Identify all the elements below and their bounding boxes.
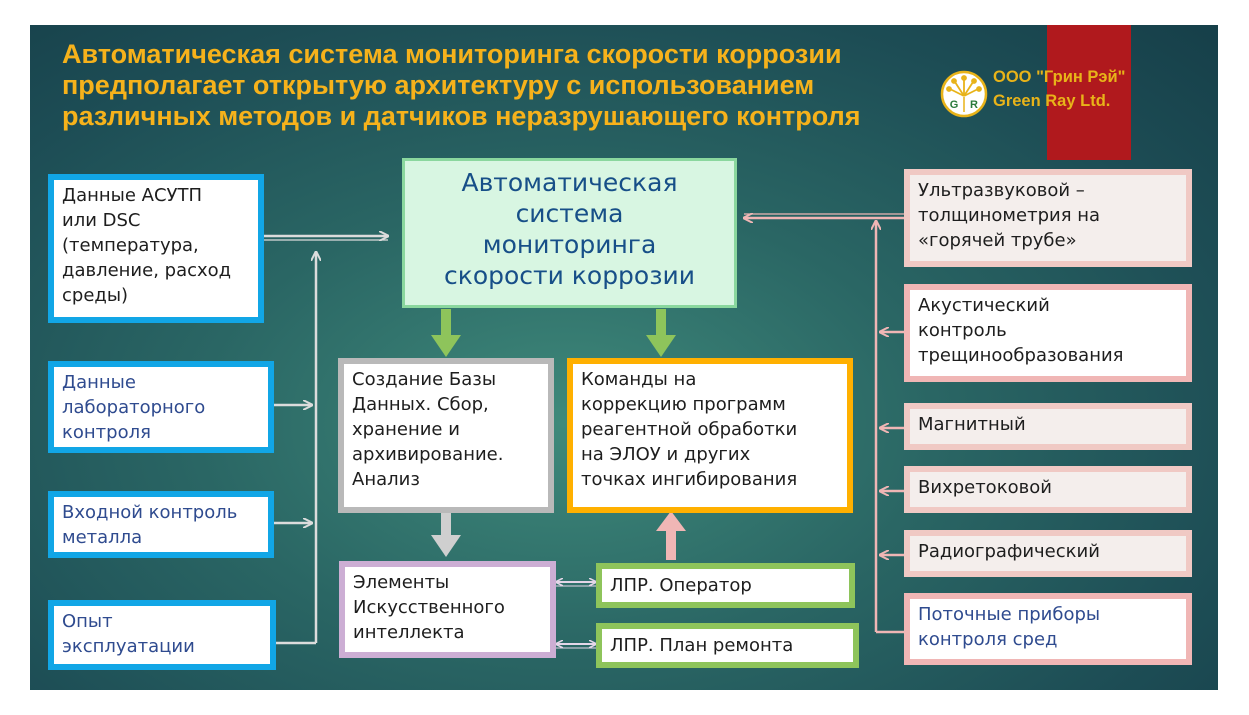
box-line: (температура,	[62, 235, 199, 256]
box-line: контроль	[918, 320, 1007, 341]
box-line: интеллекта	[353, 622, 465, 643]
monitoring-system-box: Автоматическая система мониторинга скоро…	[402, 158, 737, 308]
box-line: точках ингибирования	[581, 469, 798, 490]
db-to-ai-arrow	[431, 513, 461, 557]
box-line: архивирование.	[352, 444, 504, 465]
slide-background: Автоматическая система мониторинга скоро…	[30, 25, 1218, 690]
box-line: Создание Базы	[352, 369, 497, 390]
box-line: контроля	[62, 422, 151, 443]
box-line: Акустический	[918, 295, 1050, 316]
box-line: ЛПР. План ремонта	[610, 635, 794, 656]
box-line: толщинометрия на	[918, 205, 1101, 226]
box-line: Ультразвуковой –	[918, 180, 1085, 201]
box-line: эксплуатации	[62, 636, 195, 657]
box-line: Данные	[62, 372, 136, 393]
method-ultrasonic-box: Ультразвуковой – толщинометрия на «горяч…	[904, 169, 1192, 267]
title-line-1: Автоматическая система мониторинга скоро…	[62, 39, 842, 69]
box-line: трещинообразования	[918, 345, 1124, 366]
ai-lpr-double-arrows	[556, 582, 596, 649]
box-line: Анализ	[352, 469, 420, 490]
method-magnetic-box: Магнитный	[904, 403, 1192, 450]
box-line: лабораторного	[62, 397, 206, 418]
box-line: хранение и	[352, 419, 460, 440]
input-experience-box: Опыт эксплуатации	[48, 600, 276, 670]
box-line: Элементы	[353, 572, 450, 593]
database-box: Создание Базы Данных. Сбор, хранение и а…	[338, 358, 554, 513]
box-line: коррекцию программ	[581, 394, 786, 415]
logo-letter-r: R	[970, 99, 978, 111]
input-acs-data-box: Данные АСУТП или DSC (температура, давле…	[48, 174, 264, 323]
box-line: Данные АСУТП	[62, 185, 203, 206]
center-line-4: скорости коррозии	[443, 261, 696, 290]
center-line-3: мониторинга	[482, 230, 657, 259]
red-accent-bar	[1047, 25, 1131, 160]
box-line: ЛПР. Оператор	[610, 575, 752, 596]
box-line: «горячей трубе»	[918, 230, 1077, 251]
box-line: контроля сред	[918, 629, 1058, 650]
method-acoustic-box: Акустический контроль трещинообразования	[904, 284, 1192, 382]
company-name: ООО "Грин Рэй" Green Ray Ltd.	[993, 65, 1126, 113]
box-line: среды)	[62, 285, 129, 306]
lpr-repair-plan-box: ЛПР. План ремонта	[596, 623, 859, 668]
green-ray-logo-icon: G R	[940, 70, 988, 118]
box-line: Вихретоковой	[918, 477, 1052, 498]
method-flow-instruments-box: Поточные приборы контроля сред	[904, 593, 1192, 665]
box-line: Опыт	[62, 611, 113, 632]
company-name-en: Green Ray Ltd.	[993, 92, 1111, 110]
input-metal-control-box: Входной контроль металла	[48, 491, 274, 558]
logo-letter-g: G	[950, 99, 959, 111]
center-line-1: Автоматическая	[461, 168, 678, 197]
input-lab-control-box: Данные лабораторного контроля	[48, 361, 274, 453]
box-line: Входной контроль	[62, 502, 238, 523]
box-line: или DSC	[62, 210, 141, 231]
box-line: Данных. Сбор,	[352, 394, 489, 415]
center-line-2: система	[515, 199, 624, 228]
lpr-operator-box: ЛПР. Оператор	[596, 563, 855, 608]
ai-elements-box: Элементы Искусственного интеллекта	[339, 561, 556, 658]
operator-to-commands-arrow	[656, 511, 686, 560]
company-name-ru: ООО "Грин Рэй"	[993, 68, 1126, 86]
title-line-3: различных методов и датчиков неразрушающ…	[62, 101, 861, 131]
box-line: Искусственного	[353, 597, 505, 618]
box-line: Радиографический	[918, 541, 1100, 562]
slide-title: Автоматическая система мониторинга скоро…	[62, 39, 962, 132]
title-line-2: предполагает открытую архитектуру с испо…	[62, 70, 815, 100]
box-line: Команды на	[581, 369, 697, 390]
box-line: реагентной обработки	[581, 419, 798, 440]
method-radiographic-box: Радиографический	[904, 530, 1192, 577]
method-eddy-current-box: Вихретоковой	[904, 466, 1192, 513]
box-line: металла	[62, 527, 143, 548]
box-line: на ЭЛОУ и других	[581, 444, 751, 465]
commands-box: Команды на коррекцию программ реагентной…	[567, 358, 853, 513]
box-line: давление, расход	[62, 260, 232, 281]
box-line: Поточные приборы	[918, 604, 1101, 625]
box-line: Магнитный	[918, 414, 1026, 435]
center-output-arrows	[431, 309, 676, 357]
